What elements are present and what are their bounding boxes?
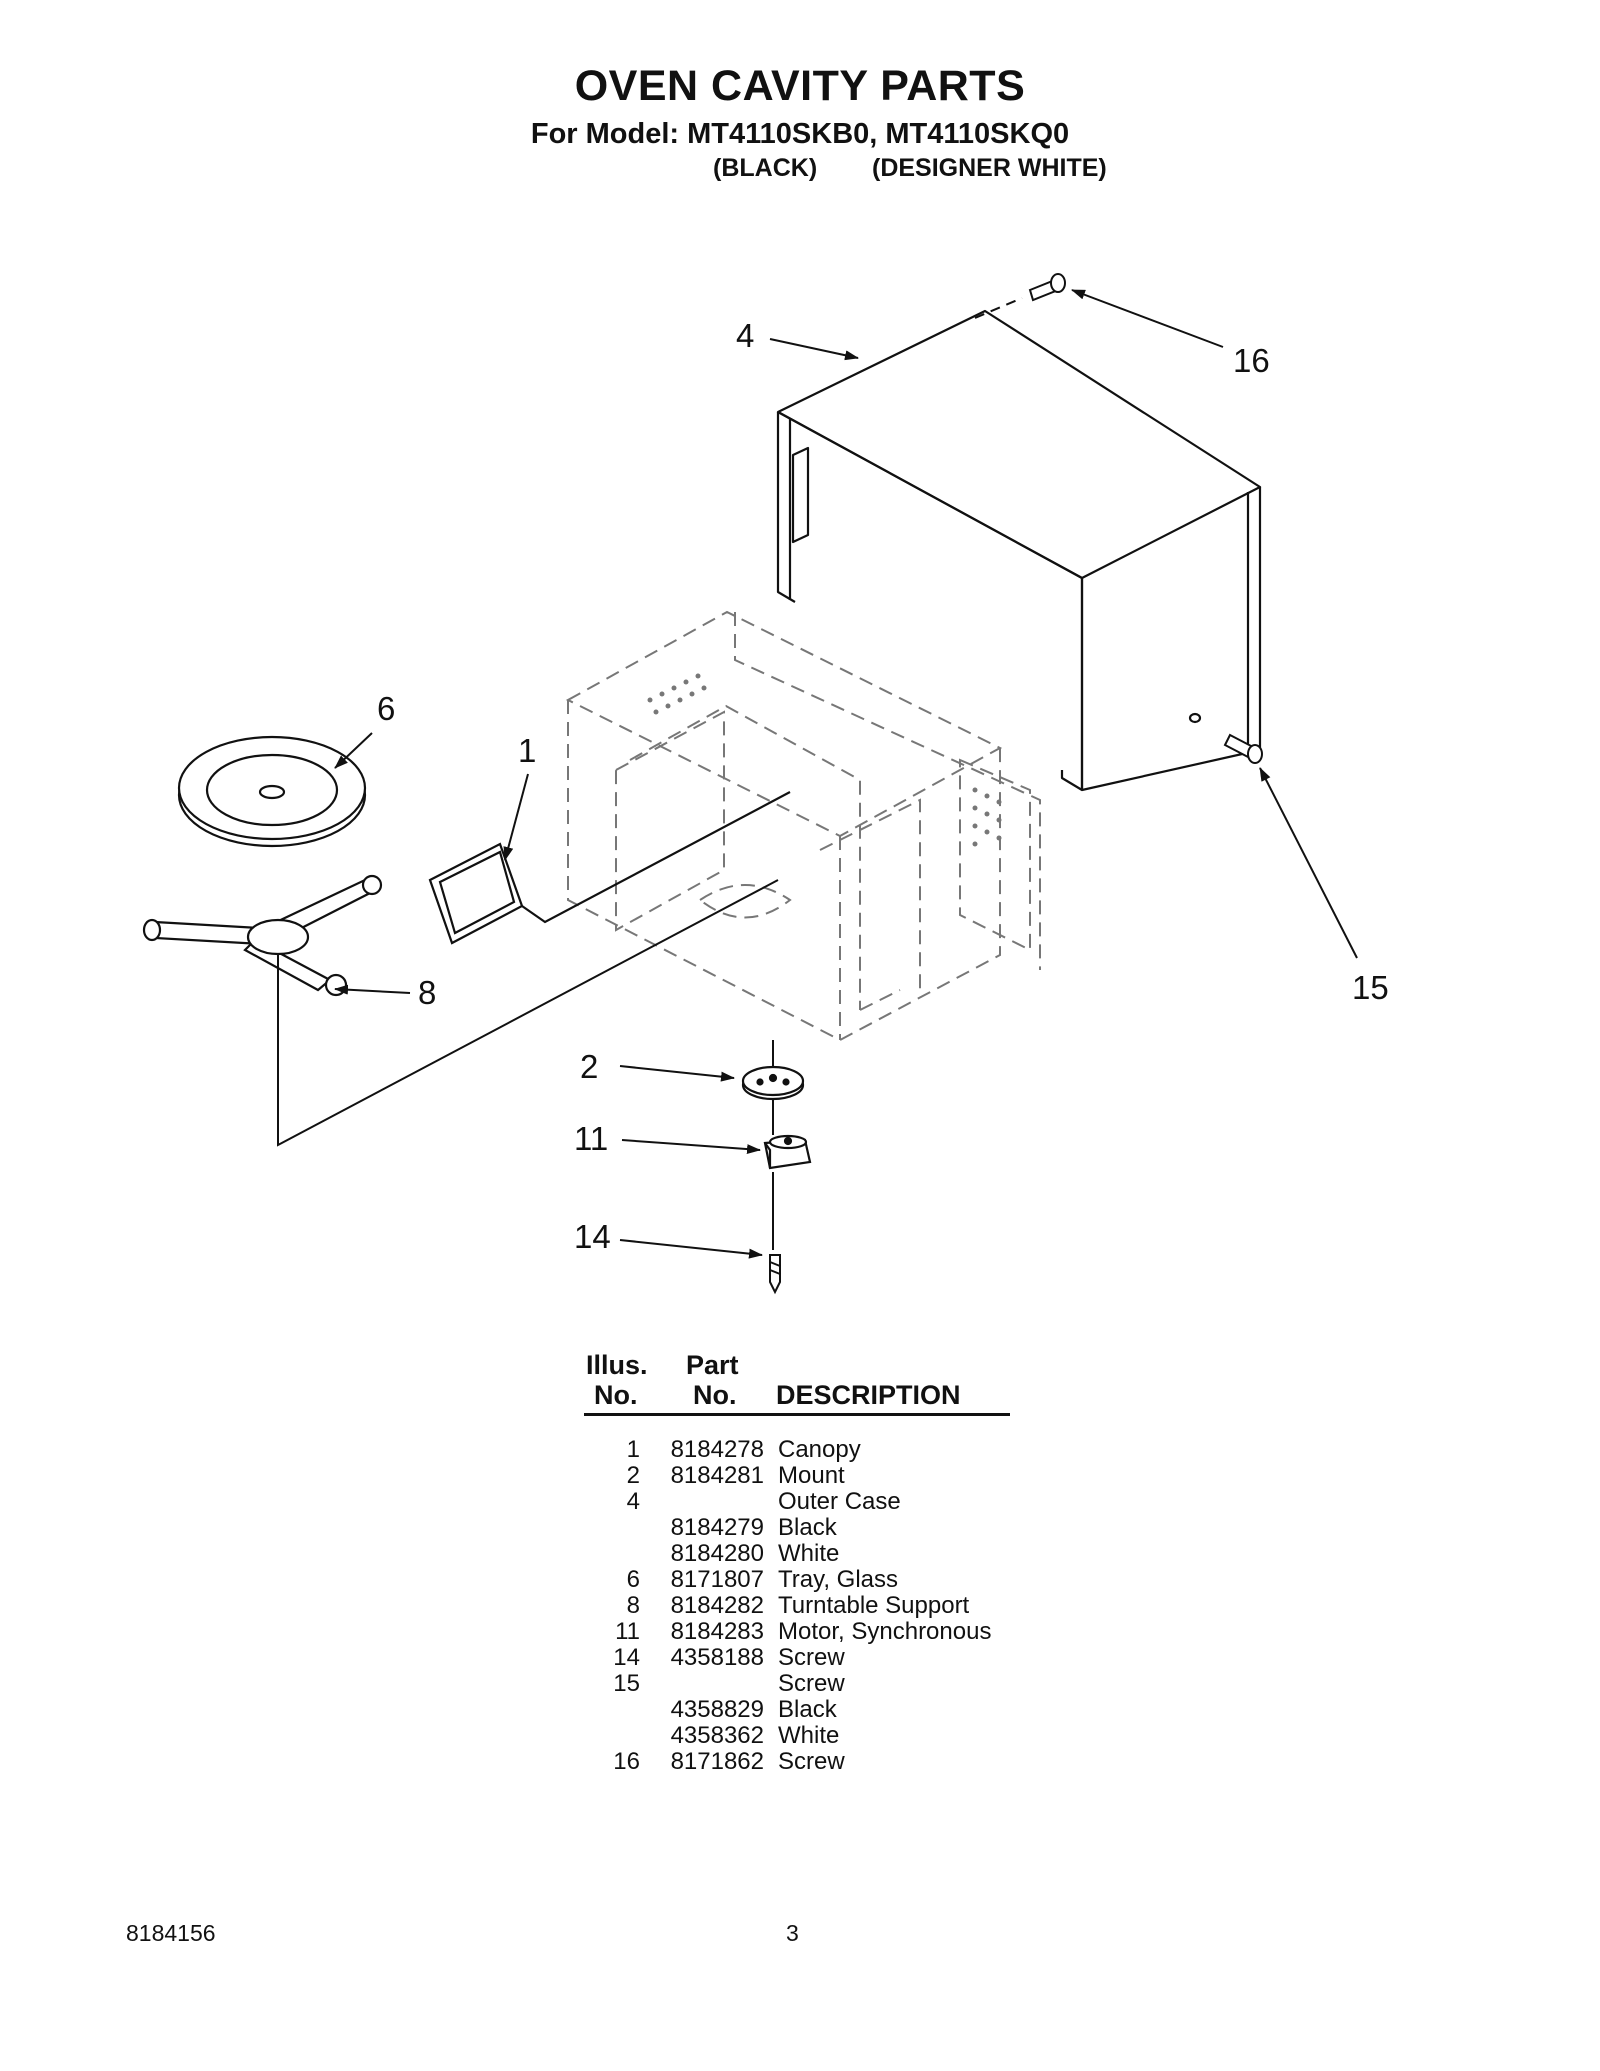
illus-number: 2 [626,1462,640,1489]
turntable-support-part [142,874,383,997]
part-number: 4358362 [670,1722,764,1749]
part-description: Turntable Support [778,1592,970,1619]
part-description: Mount [778,1462,845,1489]
screw-14-part [769,1254,781,1295]
part-number: 4358829 [670,1696,764,1723]
illus-number: 14 [613,1644,640,1671]
header-illus-line2: No. [594,1380,638,1410]
callout-6: 6 [377,690,395,727]
synchronous-motor-part [763,1134,812,1170]
assembly-lines [277,297,1023,1250]
callout-14: 14 [574,1218,611,1255]
exploded-parts-diagram: 4 16 6 1 8 2 11 14 15 [142,273,1389,1295]
part-description: Tray, Glass [778,1566,899,1593]
part-number: 8184282 [670,1592,764,1619]
illus-number: 4 [626,1488,640,1515]
illus-number: 1 [626,1436,640,1463]
header-part-line1: Part [686,1350,739,1380]
screw-15-part [1223,733,1263,764]
callout-16: 16 [1233,342,1270,379]
part-description: White [778,1540,840,1567]
callout-8: 8 [418,974,436,1011]
part-number: 8171862 [670,1748,764,1775]
part-description: Screw [778,1748,845,1775]
canopy-part [428,791,791,945]
part-description: Outer Case [778,1488,901,1515]
illus-number: 11 [615,1618,640,1645]
screw-16-part [1028,273,1066,302]
part-number: 8184281 [670,1462,764,1489]
header-illus-line1: Illus. [586,1350,648,1380]
illus-number: 6 [626,1566,640,1593]
part-description: Black [778,1696,837,1723]
table-header-rule [584,1413,1010,1416]
cavity-vent-holes [647,673,1002,847]
variant-black-label: (BLACK) [713,154,818,182]
header-part-line2: No. [693,1380,737,1410]
callout-11: 11 [574,1120,608,1157]
oven-cavity-frame [565,610,1041,1042]
model-subtitle: For Model: MT4110SKB0, MT4110SKQ0 [530,118,1070,150]
callout-2: 2 [580,1048,598,1085]
mount-part [741,1065,805,1101]
part-number: 8171807 [670,1566,764,1593]
part-number: 8184283 [670,1618,764,1645]
part-description: Black [778,1514,837,1541]
part-description: Canopy [778,1436,861,1463]
variant-white-label: (DESIGNER WHITE) [872,154,1107,182]
leader-lines [334,289,1358,1259]
header-description: DESCRIPTION [776,1380,961,1410]
document-number: 8184156 [126,1920,216,1946]
outer-case-part [776,309,1262,792]
illus-number: 15 [613,1670,640,1697]
callout-4: 4 [736,317,754,354]
part-description: Screw [778,1670,845,1697]
part-description: Screw [778,1644,845,1671]
part-description: Motor, Synchronous [778,1618,992,1645]
part-description: White [778,1722,840,1749]
page-title: OVEN CAVITY PARTS [574,62,1026,110]
part-number: 8184280 [670,1540,764,1567]
illus-number: 16 [613,1748,640,1775]
part-number: 8184278 [670,1436,764,1463]
part-number: 8184279 [670,1514,764,1541]
page-number: 3 [786,1920,799,1946]
glass-tray-part [177,735,367,848]
illus-number: 8 [626,1592,640,1619]
callout-1: 1 [518,732,536,769]
callout-15: 15 [1352,969,1389,1006]
part-number: 4358188 [670,1644,764,1671]
